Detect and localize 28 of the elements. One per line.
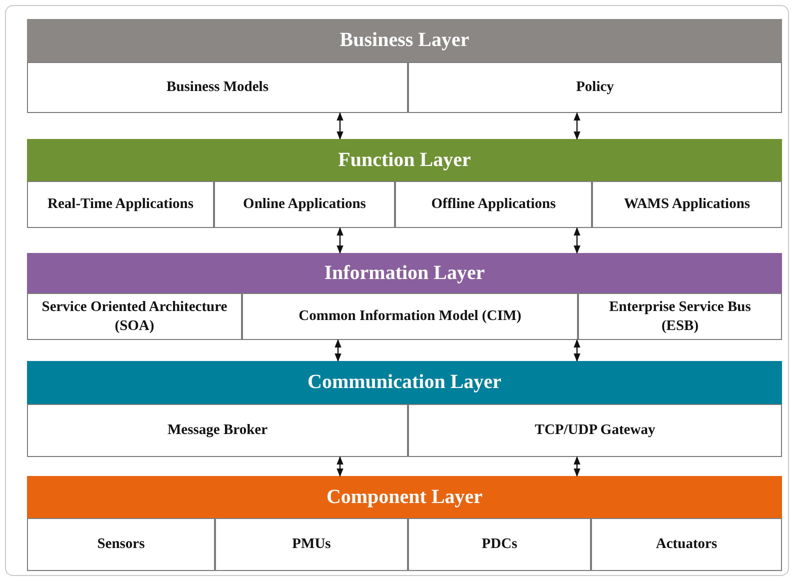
component-cell: Common Information Model (CIM) bbox=[242, 293, 578, 340]
double-arrow bbox=[336, 227, 344, 254]
double-arrow bbox=[574, 339, 580, 362]
component-cell: Business Models bbox=[27, 62, 408, 113]
layer-header: Communication Layer bbox=[27, 361, 782, 404]
component-cell: Policy bbox=[408, 62, 782, 113]
component-cell: TCP/UDP Gateway bbox=[408, 404, 782, 457]
layer-header: Function Layer bbox=[27, 139, 782, 181]
double-arrow bbox=[336, 456, 344, 477]
double-arrow bbox=[574, 456, 580, 477]
double-arrow bbox=[574, 227, 580, 254]
component-cell: Actuators bbox=[591, 518, 782, 571]
component-cell: PMUs bbox=[215, 518, 408, 571]
component-cell: PDCs bbox=[408, 518, 591, 571]
layer-header: Component Layer bbox=[27, 476, 782, 518]
double-arrow bbox=[574, 112, 580, 140]
component-cell: Online Applications bbox=[214, 181, 395, 228]
double-arrow bbox=[334, 339, 342, 362]
component-cell: Service Oriented Architecture (SOA) bbox=[27, 293, 242, 340]
component-cell: Message Broker bbox=[27, 404, 408, 457]
component-cell: WAMS Applications bbox=[592, 181, 782, 228]
component-cell: Sensors bbox=[27, 518, 215, 571]
layer-header: Business Layer bbox=[27, 19, 782, 62]
layer-header: Information Layer bbox=[27, 253, 782, 293]
component-cell: Enterprise Service Bus (ESB) bbox=[578, 293, 782, 340]
double-arrow bbox=[336, 112, 344, 140]
component-cell: Real-Time Applications bbox=[27, 181, 214, 228]
component-cell: Offline Applications bbox=[395, 181, 592, 228]
